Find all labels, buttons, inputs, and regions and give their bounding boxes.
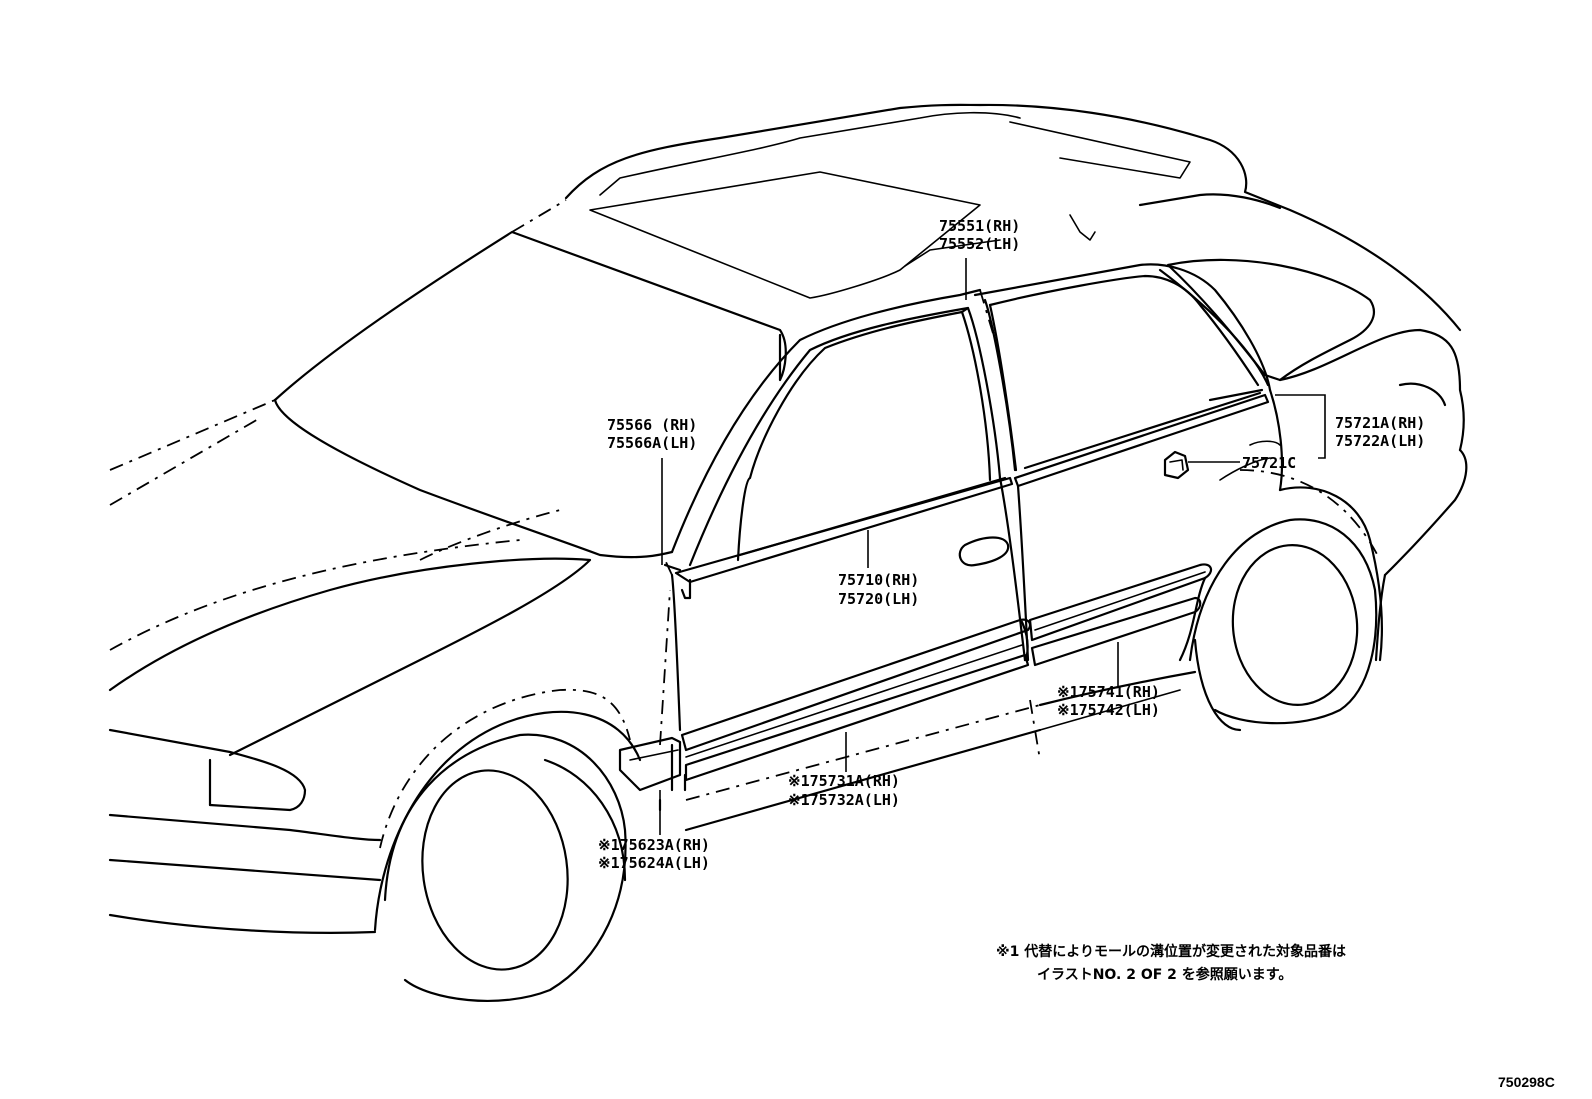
label-75720-lh: 75720(LH) — [838, 590, 919, 608]
label-75722a-lh: 75722A(LH) — [1335, 432, 1425, 450]
label-175623a-rh: ※175623A(RH) — [598, 836, 710, 854]
footnote: ※1 代替によりモールの溝位置が変更された対象品番は イラストNO. 2 OF … — [996, 943, 1346, 983]
car-line-art — [108, 103, 1468, 1003]
figure-code: 750298C — [1498, 1074, 1555, 1090]
label-75721c: 75721C — [1242, 454, 1296, 472]
label-75566a-lh: 75566A(LH) — [607, 434, 697, 452]
label-175741-rh: ※175741(RH) — [1057, 683, 1160, 701]
label-75710-rh: 75710(RH) — [838, 571, 919, 589]
label-75721a-rh: 75721A(RH) — [1335, 414, 1425, 432]
label-75551-rh: 75551(RH) — [939, 217, 1020, 235]
leader-lines — [659, 258, 1326, 835]
label-175624a-lh: ※175624A(LH) — [598, 854, 710, 872]
label-75566-rh: 75566 (RH) — [607, 416, 697, 434]
label-175731a-rh: ※175731A(RH) — [788, 772, 900, 790]
label-175732a-lh: ※175732A(LH) — [788, 791, 900, 809]
footnote-line-1: ※1 代替によりモールの溝位置が変更された対象品番は — [996, 943, 1346, 960]
part-labels: 75551(RH) 75552(LH) 75566 (RH) 75566A(LH… — [598, 217, 1425, 872]
label-75552-lh: 75552(LH) — [939, 235, 1020, 253]
label-175742-lh: ※175742(LH) — [1057, 701, 1160, 719]
footnote-line-2: イラストNO. 2 OF 2 を参照願います。 — [1037, 966, 1292, 983]
